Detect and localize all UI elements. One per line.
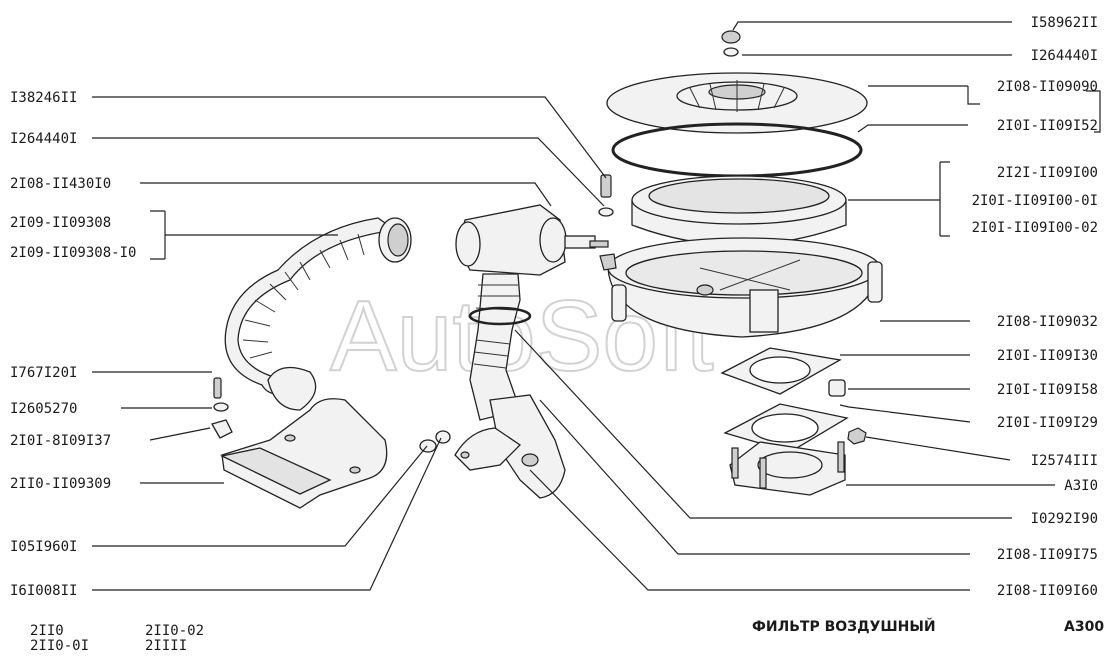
callout-left-4: 2I09-II09308 — [10, 215, 111, 231]
callout-left-5: 2I09-II09308-I0 — [10, 245, 136, 261]
hex-nut — [847, 427, 867, 445]
callout-left-7: I2605270 — [10, 401, 77, 417]
page-title: ФИЛЬТР ВОЗДУШНЫЙ — [752, 619, 936, 635]
filter-cover — [606, 72, 868, 134]
bushing — [828, 379, 846, 397]
callout-right-11: 2I0I-II09I29 — [997, 415, 1098, 431]
callout-right-12: I2574III — [1031, 453, 1098, 469]
callout-left-1: I38246II — [10, 90, 77, 106]
callout-left-6: I767I20I — [10, 365, 77, 381]
model-list-col2: 2II0-02 2IIII — [145, 624, 204, 654]
callout-right-1: I58962II — [1031, 15, 1098, 31]
model-code: 2II0-02 — [145, 623, 205, 639]
callout-right-3: 2I08-II09090 — [997, 79, 1098, 95]
page-code: A300 — [1064, 619, 1105, 635]
callout-right-14: I0292I90 — [1031, 511, 1098, 527]
center-bolt — [598, 174, 614, 217]
callout-right-10: 2I0I-II09I58 — [997, 382, 1098, 398]
callout-right-15: 2I08-II09I75 — [997, 547, 1098, 563]
callout-right-4: 2I0I-II09I52 — [997, 118, 1098, 134]
corrugated-hose — [224, 217, 412, 411]
callout-right-9: 2I0I-II09I30 — [997, 348, 1098, 364]
model-code: 2IIII — [145, 638, 188, 654]
callout-right-6: 2I0I-II09I00-0I — [972, 193, 1098, 209]
callout-right-13: A3I0 — [1064, 478, 1098, 494]
adapter-plate — [723, 403, 849, 453]
callout-left-8: 2I0I-8I09I37 — [10, 433, 111, 449]
model-code: 2II0 — [30, 623, 64, 639]
vertical-hose — [468, 273, 532, 421]
cover-nut — [721, 30, 741, 57]
callout-right-7: 2I0I-II09I00-02 — [972, 220, 1098, 236]
callout-right-16: 2I08-II09I60 — [997, 583, 1098, 599]
callout-right-2: I264440I — [1031, 48, 1098, 64]
model-code: 2II0-0I — [30, 638, 90, 654]
lower-elbow — [454, 394, 566, 499]
hose-clip — [599, 253, 617, 271]
intake-snorkel — [220, 398, 388, 509]
callout-left-10: I05I960I — [10, 539, 77, 555]
callout-left-3: 2I08-II430I0 — [10, 176, 111, 192]
callout-right-8: 2I08-II09032 — [997, 314, 1098, 330]
callout-left-11: I6I008II — [10, 583, 77, 599]
model-list-col1: 2II0 2II0-0I — [30, 624, 89, 654]
filter-housing — [607, 237, 883, 338]
leader-lines — [92, 21, 1101, 591]
snorkel-fasteners — [211, 377, 233, 439]
lower-gasket — [720, 347, 842, 395]
throttle-base — [729, 441, 846, 496]
warm-air-housing — [455, 204, 609, 276]
callout-left-9: 2II0-II09309 — [10, 476, 111, 492]
callout-left-2: I264440I — [10, 131, 77, 147]
callout-right-5: 2I2I-II09I00 — [997, 165, 1098, 181]
filter-element — [631, 175, 847, 246]
